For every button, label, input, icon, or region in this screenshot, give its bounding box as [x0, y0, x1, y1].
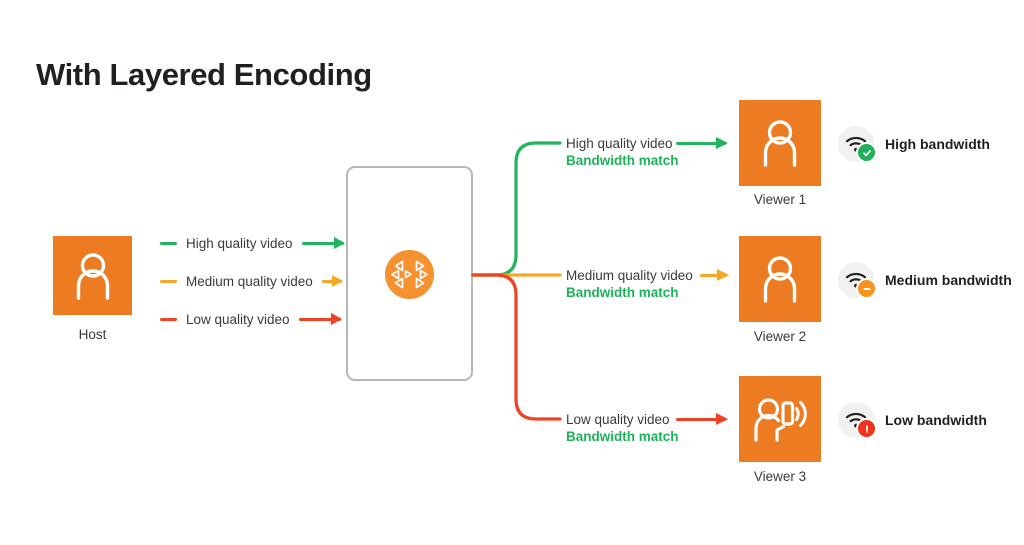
exclamation-icon	[856, 418, 877, 439]
host-avatar-tile	[53, 236, 132, 315]
person-icon	[76, 252, 109, 300]
wifi-icon-wrap-medium	[838, 262, 877, 299]
person-with-phone-signal-icon	[754, 398, 807, 442]
feed-arrow-low	[676, 413, 728, 425]
wifi-icon-wrap-low	[838, 402, 877, 439]
person-icon	[763, 256, 797, 303]
flow-match-medium: Bandwidth match	[566, 285, 679, 300]
flow-label-low: Low quality video Bandwidth match	[566, 411, 679, 446]
legend-label-low: Low quality video	[186, 311, 290, 327]
viewer-1-avatar-tile	[739, 100, 821, 186]
flow-quality-high: High quality video	[566, 136, 673, 151]
legend-label-high: High quality video	[186, 235, 293, 251]
host-caption: Host	[78, 327, 107, 342]
bandwidth-status-high: High bandwidth	[838, 126, 990, 163]
legend-high-quality: High quality video	[160, 233, 345, 253]
legend-arrow-medium	[321, 275, 343, 287]
flow-label-medium: Medium quality video Bandwidth match	[566, 267, 693, 302]
legend-dash-high	[160, 241, 177, 245]
flow-quality-low: Low quality video	[566, 412, 670, 427]
bandwidth-label-low: Low bandwidth	[885, 412, 987, 428]
legend-dash-medium	[160, 279, 177, 283]
person-icon	[763, 120, 797, 167]
feed-arrow-high	[676, 137, 728, 149]
viewer-1-caption: Viewer 1	[753, 192, 807, 207]
flow-match-high: Bandwidth match	[566, 153, 679, 168]
legend-arrow-high	[301, 237, 345, 249]
viewer-2-caption: Viewer 2	[753, 329, 807, 344]
legend-arrow-low	[298, 313, 342, 325]
legend-label-medium: Medium quality video	[186, 273, 313, 289]
legend-low-quality: Low quality video	[160, 309, 342, 329]
feed-arrow-medium	[700, 269, 729, 281]
wifi-icon-wrap-high	[838, 126, 877, 163]
page-title: With Layered Encoding	[36, 57, 372, 92]
bandwidth-status-medium: Medium bandwidth	[838, 262, 1012, 299]
bandwidth-label-medium: Medium bandwidth	[885, 272, 1012, 288]
flow-quality-medium: Medium quality video	[566, 268, 693, 283]
bandwidth-label-high: High bandwidth	[885, 136, 990, 152]
flow-label-high: High quality video Bandwidth match	[566, 135, 679, 170]
legend-medium-quality: Medium quality video	[160, 271, 343, 291]
viewer-2-avatar-tile	[739, 236, 821, 322]
flow-match-low: Bandwidth match	[566, 429, 679, 444]
check-icon	[856, 142, 877, 163]
bandwidth-status-low: Low bandwidth	[838, 402, 987, 439]
minus-icon	[856, 278, 877, 299]
viewer-3-avatar-tile	[739, 376, 821, 462]
legend-dash-low	[160, 317, 177, 321]
layered-encoding-logo-icon	[385, 250, 434, 299]
viewer-3-caption: Viewer 3	[753, 469, 807, 484]
